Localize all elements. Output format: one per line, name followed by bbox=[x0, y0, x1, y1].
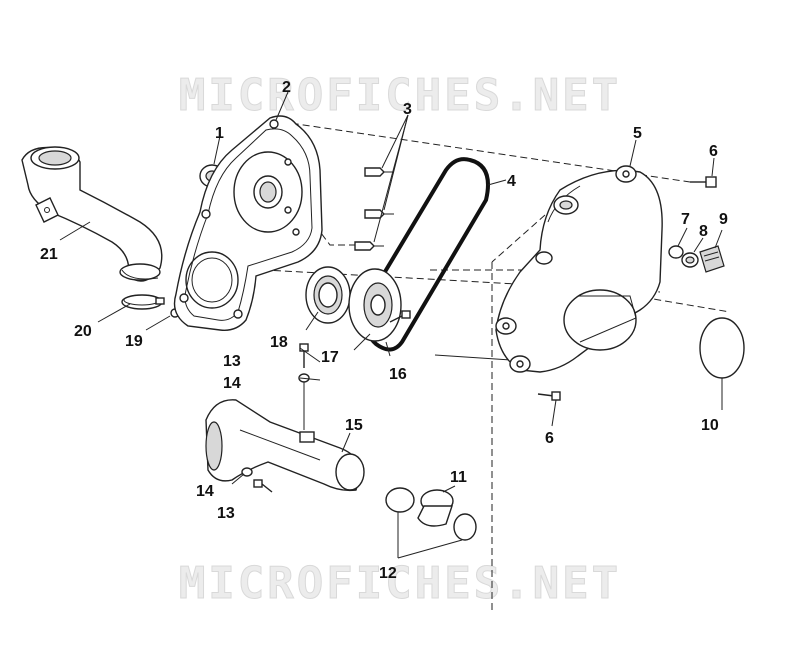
lower-duct-part-15 bbox=[205, 399, 365, 492]
callout-2: 2 bbox=[282, 79, 291, 96]
callout-18: 18 bbox=[270, 334, 288, 351]
o-ring-part-7 bbox=[668, 245, 684, 259]
bolt-part-13-lower bbox=[253, 479, 273, 493]
callout-13-lower: 13 bbox=[217, 505, 235, 522]
callout-5: 5 bbox=[633, 125, 642, 142]
seal-part-18 bbox=[305, 266, 351, 324]
bolt-part-13-upper bbox=[299, 343, 309, 368]
boot-part-11 bbox=[417, 489, 454, 527]
intake-duct-part-21 bbox=[21, 146, 163, 282]
bolts-part-3 bbox=[354, 167, 394, 251]
plug-part-8 bbox=[681, 252, 699, 268]
bolt-part-6-lower bbox=[537, 391, 561, 401]
callout-14-lower: 14 bbox=[196, 483, 214, 500]
callout-8: 8 bbox=[699, 223, 708, 240]
callout-17: 17 bbox=[321, 349, 339, 366]
leader-lines bbox=[59, 91, 723, 559]
backplate-part-2 bbox=[173, 115, 323, 331]
callout-16: 16 bbox=[389, 366, 407, 383]
callout-11: 11 bbox=[450, 469, 467, 486]
outer-cover-part-5 bbox=[495, 165, 663, 373]
watermark-bottom: MICROFICHES.NET bbox=[178, 558, 622, 610]
callout-6-lower: 6 bbox=[545, 430, 554, 447]
callout-1: 1 bbox=[215, 125, 224, 142]
gasket-part-10 bbox=[699, 317, 745, 379]
callout-13-upper: 13 bbox=[223, 353, 241, 370]
callout-21: 21 bbox=[40, 246, 58, 263]
callout-19: 19 bbox=[125, 333, 143, 350]
washer-part-14-lower bbox=[241, 467, 253, 477]
watermark-top: MICROFICHES.NET bbox=[178, 70, 622, 122]
callout-9: 9 bbox=[719, 211, 728, 228]
bolt-part-6-upper bbox=[690, 176, 717, 188]
callout-4: 4 bbox=[507, 173, 516, 190]
pulley-part-17 bbox=[348, 268, 402, 342]
callout-20: 20 bbox=[74, 323, 92, 340]
decal-part-9 bbox=[699, 245, 725, 273]
hose-clamp-part-20 bbox=[121, 294, 165, 310]
callout-3: 3 bbox=[403, 101, 412, 118]
callout-12: 12 bbox=[379, 565, 397, 582]
callout-10: 10 bbox=[701, 417, 719, 434]
callout-15: 15 bbox=[345, 417, 363, 434]
callout-6-upper: 6 bbox=[709, 143, 718, 160]
clamps-part-12 bbox=[385, 487, 477, 541]
callout-7: 7 bbox=[681, 211, 690, 228]
callout-14-upper: 14 bbox=[223, 375, 241, 392]
screw-part-16 bbox=[389, 310, 411, 323]
